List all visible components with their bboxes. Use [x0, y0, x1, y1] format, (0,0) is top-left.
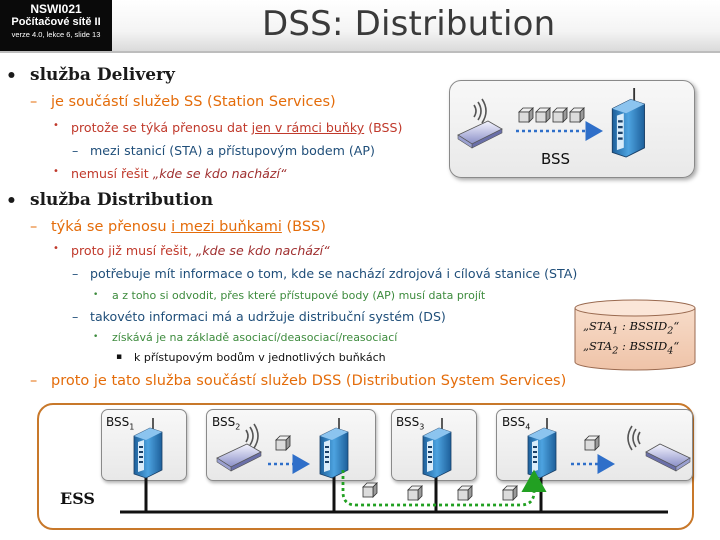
- bullet-dot-icon: •: [53, 120, 59, 131]
- text-fragment: 2: [667, 325, 674, 337]
- access-point-icon: [422, 417, 452, 479]
- bullet-distribution: služba Distribution: [30, 190, 214, 210]
- bullet-delivery-ss: je součástí služeb SS (Station Services): [51, 94, 336, 110]
- text-fragment: nemusí řešit: [71, 166, 153, 181]
- slide-title: DSS: Distribution: [262, 4, 556, 44]
- bullet-dash-icon: –: [30, 373, 38, 389]
- title-divider: [0, 51, 720, 53]
- bullet-square-icon: ▪: [116, 352, 123, 362]
- text-fragment: proto již musí řešit,: [71, 243, 196, 258]
- access-point-icon: [133, 417, 163, 479]
- bullet-dash-icon: –: [72, 266, 79, 281]
- course-name: Počítačové sítě II: [11, 16, 101, 28]
- bullet-ds-keeps: takovéto informaci má a udržuje distribu…: [90, 309, 446, 324]
- packet-icon: [275, 435, 291, 451]
- bullet-must-locate: proto již musí řešit, „kde se kdo nacház…: [71, 243, 330, 258]
- bullet-dot-icon: •: [53, 243, 59, 254]
- bss-cell-1-label: BSS1: [106, 415, 134, 431]
- bullet-distribution-between: týká se přenosu i mezi buňkami (BSS): [51, 219, 326, 235]
- title-band: DSS: Distribution: [112, 0, 720, 52]
- text-fragment: BSS: [502, 415, 526, 429]
- bullet-dash-icon: –: [72, 143, 79, 158]
- text-fragment: 4: [667, 345, 674, 357]
- text-fragment: “: [673, 319, 680, 333]
- bullet-needs-info: potřebuje mít informace o tom, kde se na…: [90, 266, 578, 281]
- bullet-delivery: služba Delivery: [30, 65, 175, 85]
- packet-icon: [407, 485, 423, 501]
- bullet-dot-icon: •: [6, 66, 17, 86]
- bss-diagram-label: BSS: [541, 150, 571, 168]
- ds-table-row-1: „STA1 : BSSID2“: [583, 319, 679, 336]
- bss-cell-2-label: BSS2: [212, 415, 240, 431]
- bullet-dss-part: proto je tato služba součástí služeb DSS…: [51, 373, 567, 389]
- bullet-to-aps: k přístupovým bodům v jednotlivých buňká…: [134, 351, 386, 364]
- packet-icon: [362, 482, 378, 498]
- ds-table-cylinder: [574, 299, 696, 371]
- bullet-delivery-reason: protože se týká přenosu dat jen v rámci …: [71, 120, 402, 135]
- text-fragment: 1: [129, 422, 135, 432]
- bullet-derive-aps: a z toho si odvodit, přes které přístupo…: [112, 289, 486, 302]
- text-fragment-italic: „kde se kdo nachází“: [152, 166, 287, 181]
- text-fragment: : BSSID: [618, 339, 668, 353]
- access-point-icon: [527, 417, 557, 479]
- text-fragment: „STA: [583, 339, 613, 353]
- text-fragment: „STA: [583, 319, 613, 333]
- text-fragment: 2: [235, 422, 241, 432]
- text-fragment: 3: [419, 422, 425, 432]
- wireless-waves-icon: [627, 425, 641, 451]
- wifi-adapter-icon: [645, 443, 691, 472]
- ess-label: ESS: [60, 489, 95, 508]
- text-fragment: : BSSID: [618, 319, 668, 333]
- bullet-dash-icon: –: [30, 219, 38, 235]
- course-meta: verze 4.0, lekce 6, slide 13: [11, 30, 101, 39]
- distribution-path-arrow: [341, 469, 547, 507]
- bullet-no-locate: nemusí řešit „kde se kdo nachází“: [71, 166, 287, 181]
- bss-cell-3-label: BSS3: [396, 415, 424, 431]
- bullet-dash-icon: –: [30, 94, 38, 110]
- text-fragment: (BSS): [364, 120, 403, 135]
- text-fragment-italic: „kde se kdo nachází“: [195, 243, 330, 258]
- text-fragment: protože se týká přenosu dat: [71, 120, 252, 135]
- text-fragment: BSS: [396, 415, 420, 429]
- bullet-dot-icon: •: [93, 290, 99, 300]
- bullet-dash-icon: –: [72, 309, 79, 324]
- text-fragment-underlined: jen v rámci buňky: [251, 120, 365, 135]
- packet-icon: [457, 485, 473, 501]
- bullet-dot-icon: •: [93, 332, 99, 342]
- bullet-sta-ap: mezi stanicí (STA) a přístupovým bodem (…: [90, 143, 375, 158]
- text-fragment: 4: [525, 422, 531, 432]
- text-fragment: týká se přenosu: [51, 219, 172, 235]
- bullet-dot-icon: •: [6, 191, 17, 211]
- bss-cell-4-label: BSS4: [502, 415, 530, 431]
- bullet-dot-icon: •: [53, 166, 59, 177]
- slide-header: NSWI021 Počítačové sítě II verze 4.0, le…: [0, 0, 720, 53]
- text-fragment: (BSS): [281, 219, 326, 235]
- text-fragment: 2: [612, 345, 619, 357]
- text-fragment: BSS: [106, 415, 130, 429]
- text-fragment: BSS: [212, 415, 236, 429]
- text-fragment-underlined: i mezi buňkami: [171, 219, 282, 235]
- packet-icon: [502, 485, 518, 501]
- text-fragment: 1: [612, 325, 619, 337]
- text-fragment: “: [673, 339, 680, 353]
- course-info-box: NSWI021 Počítačové sítě II verze 4.0, le…: [0, 0, 112, 52]
- course-code: NSWI021: [30, 2, 82, 16]
- access-point-icon: [319, 417, 349, 479]
- packet-icon: [584, 435, 600, 451]
- ds-table-row-2: „STA2 : BSSID4“: [583, 339, 679, 356]
- bullet-associations: získává je na základě asociací/deasociac…: [112, 331, 398, 344]
